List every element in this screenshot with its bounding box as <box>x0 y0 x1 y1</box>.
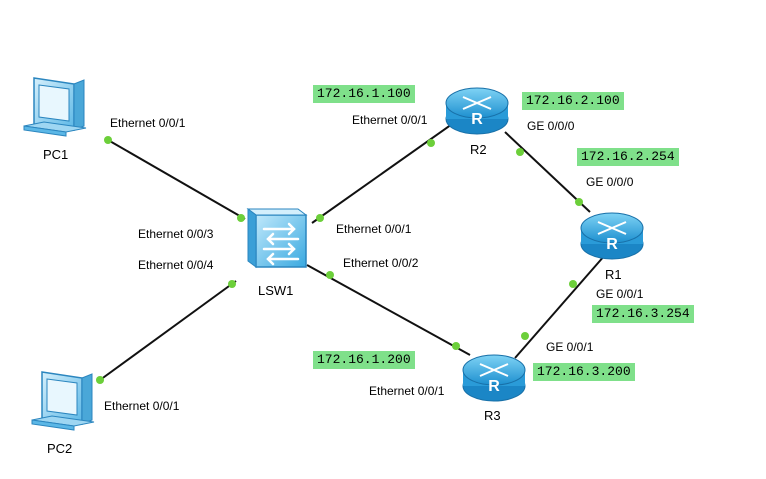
router-icon-r1[interactable]: R <box>580 212 644 260</box>
port-label-r1-ge1: GE 0/0/1 <box>596 287 644 301</box>
port-dot <box>228 280 236 288</box>
port-label-r2-ge: GE 0/0/0 <box>527 119 575 133</box>
router-icon-r3[interactable]: R <box>462 354 526 402</box>
device-label-pc1: PC1 <box>43 147 69 162</box>
pc1-icon[interactable] <box>23 77 87 137</box>
port-label-r1-ge0: GE 0/0/0 <box>586 175 634 189</box>
port-label-r3-eth: Ethernet 0/0/1 <box>369 384 445 398</box>
port-label-pc2: Ethernet 0/0/1 <box>104 399 180 413</box>
device-label-r3: R3 <box>484 408 501 423</box>
port-dot <box>326 271 334 279</box>
ip-tag-r2-ge: 172.16.2.100 <box>522 92 624 110</box>
pc2-icon[interactable] <box>31 371 95 431</box>
ip-tag-r3-ge: 172.16.3.200 <box>533 363 635 381</box>
link-pc2-lsw1 <box>99 280 237 381</box>
device-label-r2: R2 <box>470 142 487 157</box>
router-icon-r2[interactable]: R <box>445 87 509 135</box>
link-lsw1-r2 <box>311 121 456 224</box>
ip-tag-r2-eth: 172.16.1.100 <box>313 85 415 103</box>
port-dot <box>96 376 104 384</box>
ip-tag-r1-ge0: 172.16.2.254 <box>577 148 679 166</box>
port-dot <box>575 198 583 206</box>
port-label-lsw-eth1: Ethernet 0/0/1 <box>336 222 412 236</box>
port-dot <box>521 332 529 340</box>
device-label-r1: R1 <box>605 267 622 282</box>
port-dot <box>427 139 435 147</box>
link-pc1-lsw1 <box>107 139 246 220</box>
switch-icon[interactable] <box>246 208 308 268</box>
link-lsw1-r3 <box>306 264 471 356</box>
port-dot <box>516 148 524 156</box>
svg-text:R: R <box>471 111 483 128</box>
svg-text:R: R <box>488 378 500 395</box>
port-label-r3-ge: GE 0/0/1 <box>546 340 594 354</box>
port-dot <box>452 342 460 350</box>
port-dot <box>104 136 112 144</box>
port-label-lsw-eth2: Ethernet 0/0/2 <box>343 256 419 270</box>
port-dot <box>237 214 245 222</box>
port-dot <box>569 280 577 288</box>
port-label-pc1: Ethernet 0/0/1 <box>110 116 186 130</box>
ip-tag-r3-eth: 172.16.1.200 <box>313 351 415 369</box>
svg-text:R: R <box>606 236 618 253</box>
port-dot <box>316 214 324 222</box>
ip-tag-r1-ge1: 172.16.3.254 <box>592 305 694 323</box>
port-label-r2-eth: Ethernet 0/0/1 <box>352 113 428 127</box>
device-label-pc2: PC2 <box>47 441 73 456</box>
device-label-lsw1: LSW1 <box>258 283 294 298</box>
link-r2-r1 <box>504 131 591 213</box>
port-label-lsw-eth3: Ethernet 0/0/3 <box>138 227 214 241</box>
link-r1-r3 <box>514 254 606 359</box>
port-label-lsw-eth4: Ethernet 0/0/4 <box>138 258 214 272</box>
